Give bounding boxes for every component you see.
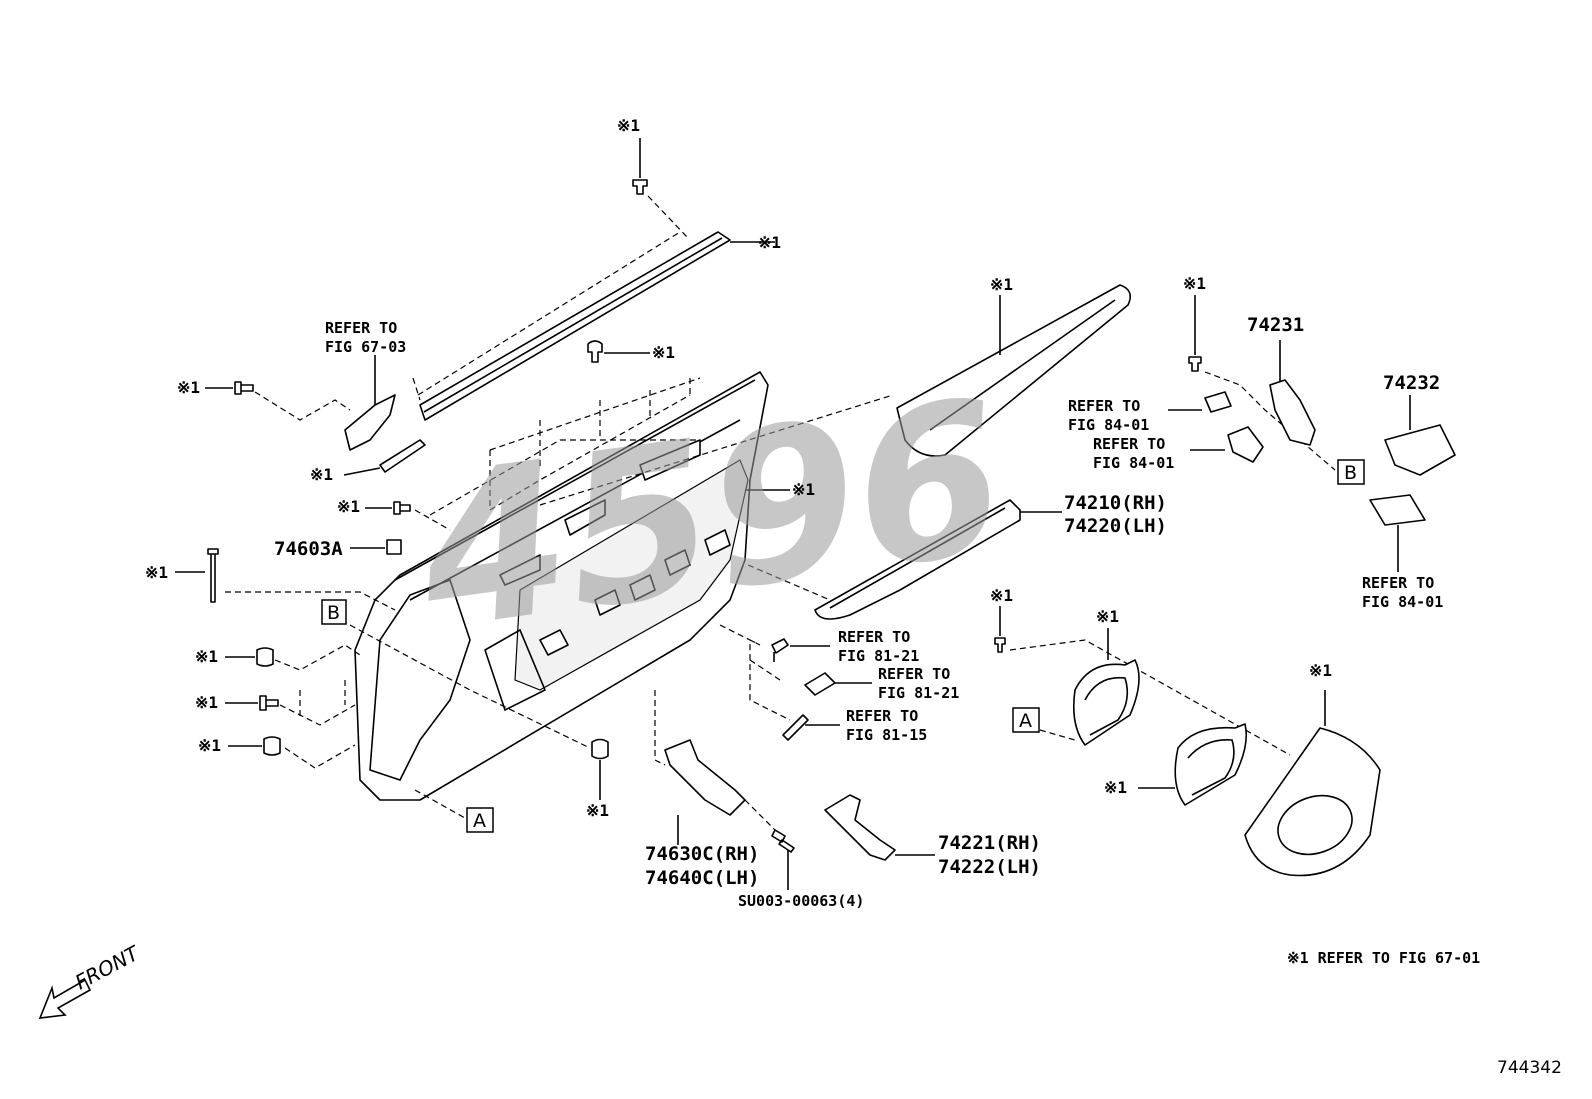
refer-label-81-15-line2: FIG 81-15 — [846, 726, 927, 744]
refer-label-81-21b-line2: FIG 81-21 — [878, 684, 959, 702]
refer-label-84-01c-line2: FIG 84-01 — [1362, 593, 1443, 611]
note-mark-rod: ※1 — [145, 563, 168, 582]
callout-box-A-right: A — [1012, 707, 1040, 733]
note-mark-trim-board: ※1 — [792, 480, 815, 499]
clip-top — [587, 340, 650, 363]
refer-label-81-15-line1: REFER TO — [846, 707, 918, 725]
note-mark-top: ※1 — [617, 116, 640, 135]
screw-left-upper — [205, 381, 254, 395]
note-mark-clip-left-3: ※1 — [198, 736, 221, 755]
part-number-74222: 74222(LH) — [938, 856, 1041, 878]
speaker-assembly — [994, 606, 1381, 877]
refer-label-84-01a-line1: REFER TO — [1068, 397, 1140, 415]
part-number-74231: 74231 — [1247, 314, 1304, 336]
upper-garnish — [896, 284, 1131, 457]
note-mark-clip-bottom: ※1 — [586, 801, 609, 820]
part-number-74640C: 74640C(LH) — [645, 867, 759, 889]
top-screw — [632, 138, 648, 195]
refer-label-81-21b-line1: REFER TO — [878, 665, 950, 683]
refer-label-84-01b-line1: REFER TO — [1093, 435, 1165, 453]
screw-SU003 — [744, 799, 795, 890]
note-mark-speaker-bracket-2: ※1 — [1104, 778, 1127, 797]
note-mark-handle-link: ※1 — [310, 465, 333, 484]
callout-box-B-left: B — [321, 599, 347, 625]
screw-left-mid — [365, 501, 411, 515]
note-mark-speaker-bracket-1: ※1 — [1096, 607, 1119, 626]
note-mark-screw-left-2: ※1 — [195, 693, 218, 712]
note-mark-garnish: ※1 — [990, 275, 1013, 294]
refer-label-84-01b-line2: FIG 84-01 — [1093, 454, 1174, 472]
part-number-74630C: 74630C(RH) — [645, 843, 759, 865]
watermark: 4596 — [404, 354, 1018, 678]
refer-label-81-21a-line1: REFER TO — [838, 628, 910, 646]
part-number-74603A: 74603A — [274, 538, 343, 560]
clip-left-1 — [225, 647, 274, 667]
note-mark-moulding: ※1 — [758, 233, 781, 252]
clip-bottom — [591, 738, 609, 800]
note-mark-clip-top: ※1 — [652, 343, 675, 362]
note-mark-clip-left-1: ※1 — [195, 647, 218, 666]
note-mark-speaker-screw: ※1 — [990, 586, 1013, 605]
callout-box-B-right: B — [1337, 459, 1365, 485]
trim-74221 — [824, 794, 935, 861]
svg-text:A: A — [473, 810, 486, 832]
part-number-74232: 74232 — [1383, 372, 1440, 394]
door-trim-board — [354, 371, 790, 801]
note-mark-speaker-cover: ※1 — [1309, 661, 1332, 680]
refer-label-81-21a-line2: FIG 81-21 — [838, 647, 919, 665]
armrest-moulding — [814, 499, 1062, 620]
inner-handle-bracket — [343, 355, 426, 476]
screw-part-number: SU003-00063(4) — [738, 892, 864, 910]
clip-left-3 — [228, 736, 281, 756]
screw-left-2 — [225, 695, 279, 711]
note-mark-screw-right: ※1 — [1183, 274, 1206, 293]
part-number-74221: 74221(RH) — [938, 832, 1041, 854]
diagram-code: 744342 — [1497, 1058, 1562, 1078]
front-arrow-icon — [38, 978, 92, 1019]
refer-label-84-01c-line1: REFER TO — [1362, 574, 1434, 592]
bracket-74630C — [654, 690, 746, 845]
svg-text:B: B — [1344, 462, 1357, 484]
svg-text:B: B — [327, 602, 340, 624]
belt-moulding — [419, 231, 775, 421]
part-number-74220: 74220(LH) — [1064, 515, 1167, 537]
part-number-74210: 74210(RH) — [1064, 492, 1167, 514]
note-mark-screw-left-upper: ※1 — [177, 378, 200, 397]
callout-box-A-bottom: A — [466, 807, 494, 833]
switch-parts — [719, 624, 872, 741]
refer-label-84-01a-line2: FIG 84-01 — [1068, 416, 1149, 434]
svg-text:A: A — [1019, 710, 1032, 732]
footnote: ※1 REFER TO FIG 67-01 — [1287, 949, 1480, 967]
clip-74603A — [350, 539, 402, 555]
refer-label-67-03-line2: FIG 67-03 — [325, 338, 406, 356]
bracket-74232 — [1369, 395, 1456, 572]
note-mark-screw-left-mid: ※1 — [337, 497, 360, 516]
bracket-74231 — [1168, 295, 1336, 471]
front-label: FRONT — [71, 940, 144, 994]
rod-left — [175, 548, 219, 603]
refer-label-67-03-line1: REFER TO — [325, 319, 397, 337]
